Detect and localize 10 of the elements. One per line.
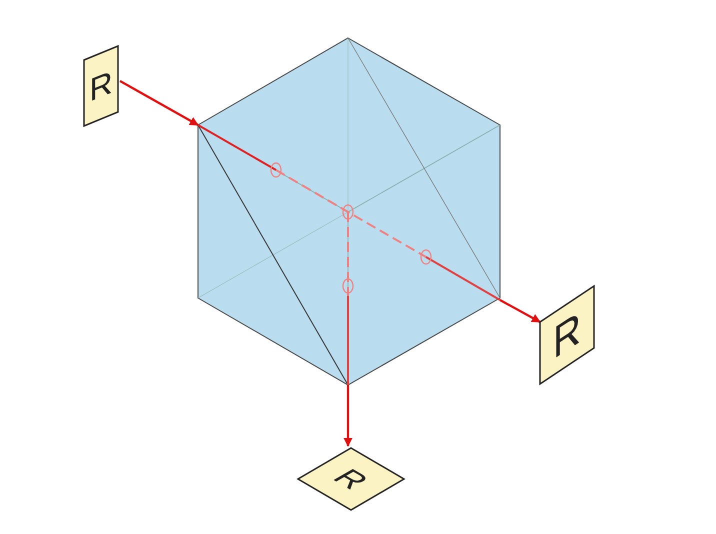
light-ray: [344, 385, 352, 447]
target-plate: [296, 446, 406, 512]
light-ray: [499, 299, 541, 323]
plate-letter: R: [327, 465, 375, 493]
light-ray: [119, 80, 199, 126]
target-plate: [82, 44, 120, 128]
beam-splitter-cube-drawing: [196, 36, 502, 387]
plate-letter: R: [89, 65, 113, 107]
plate-letter: R: [553, 304, 581, 366]
target-plate: [538, 284, 596, 386]
